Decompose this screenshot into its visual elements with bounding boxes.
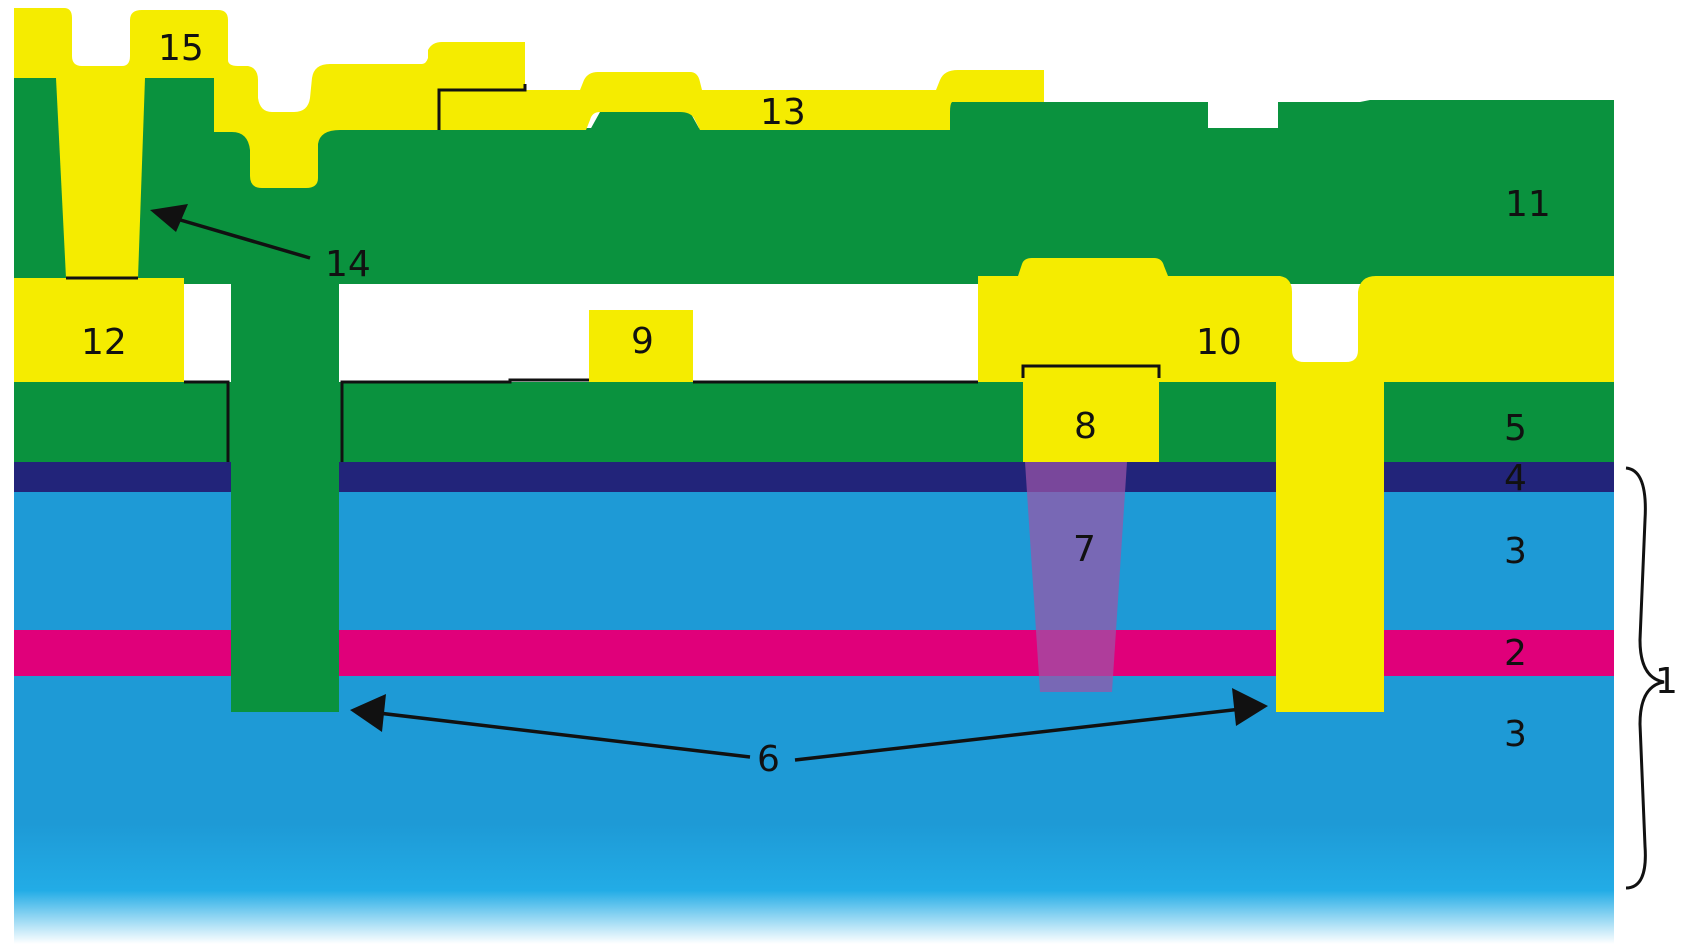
label-7: 7	[1073, 529, 1096, 570]
label-6: 6	[757, 739, 780, 780]
interface-line-mid	[340, 378, 589, 462]
trench-metal-fill	[1276, 382, 1384, 712]
metal-13-step-line	[437, 84, 527, 130]
via-plug-14	[56, 78, 145, 278]
metal-layer-13	[505, 70, 1044, 130]
label-4: 4	[1504, 458, 1527, 499]
label-15: 15	[158, 28, 204, 69]
label-5: 5	[1504, 408, 1527, 449]
label-3-lower: 3	[1504, 714, 1527, 755]
interface-line-left	[184, 380, 230, 462]
arrowhead-6-right	[1232, 688, 1268, 726]
metal-block-8	[1023, 372, 1159, 462]
label-9: 9	[631, 321, 654, 362]
leader-14	[159, 212, 311, 260]
label-10: 10	[1196, 322, 1242, 363]
arrowhead-14	[150, 204, 188, 232]
label-2: 2	[1504, 633, 1527, 674]
arrowhead-6-left	[350, 694, 386, 732]
label-11: 11	[1505, 184, 1551, 225]
leader-6-right	[794, 706, 1251, 762]
label-14: 14	[325, 244, 371, 285]
label-3-upper: 3	[1504, 531, 1527, 572]
label-1: 1	[1655, 661, 1678, 702]
metal-8-cap-line	[1021, 364, 1161, 378]
trench-dielectric-fill	[231, 284, 339, 712]
label-8: 8	[1074, 406, 1097, 447]
brace-1	[1625, 466, 1665, 890]
metal-layer-10	[978, 258, 1614, 382]
label-12: 12	[81, 322, 127, 363]
substrate-lower	[14, 676, 1614, 944]
metal-layer-15	[14, 8, 525, 188]
metal-pad-12	[14, 278, 184, 382]
implant-region-7	[1025, 462, 1127, 692]
metal-block-9	[589, 310, 693, 382]
leader-6-left	[369, 710, 751, 759]
label-13: 13	[760, 92, 806, 133]
